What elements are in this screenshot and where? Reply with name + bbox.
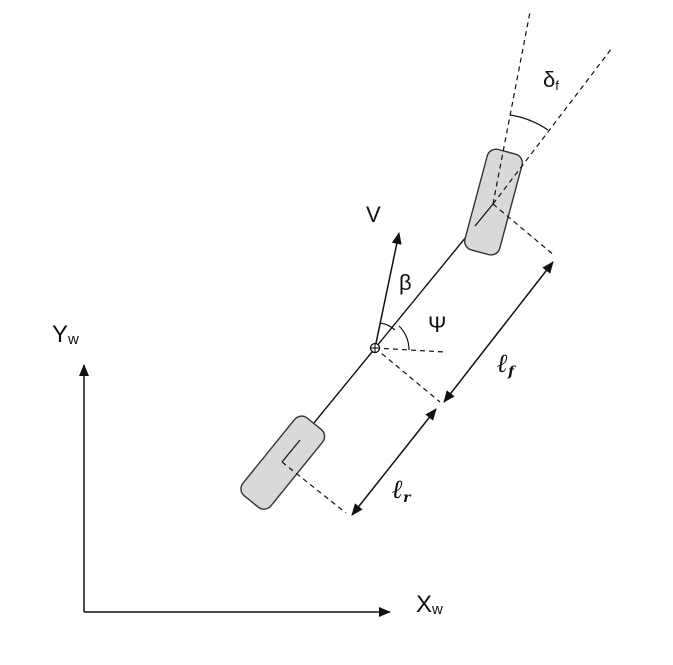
- body-axis-extension: [492, 47, 613, 205]
- rear-length-dimension: [351, 408, 437, 516]
- rear-length-label: ℓr: [392, 475, 412, 506]
- slip-angle-arc: [379, 322, 396, 331]
- steering-angle-label: δf: [543, 67, 559, 93]
- slip-angle-label: β: [399, 270, 412, 295]
- front-length-label: ℓf: [497, 349, 517, 380]
- vehicle-body-line: [281, 203, 494, 463]
- front-axle-marker: [474, 203, 494, 227]
- front-wheel-heading-line: [492, 11, 531, 205]
- heading-angle-label: Ψ: [428, 312, 446, 337]
- cg-dimension-guide: [374, 347, 441, 403]
- velocity-label: V: [366, 202, 381, 227]
- front-dimension-guide: [492, 203, 556, 257]
- steering-angle-arc: [509, 114, 549, 131]
- center-of-gravity-icon: [369, 342, 381, 354]
- x-axis-label: Xw: [416, 591, 443, 618]
- rear-dimension-guide: [281, 461, 347, 514]
- rear-axle-marker: [281, 439, 301, 463]
- y-axis-label: Yw: [52, 321, 79, 348]
- front-length-dimension: [443, 261, 554, 403]
- heading-angle-arc: [398, 325, 410, 351]
- velocity-arrow: [374, 232, 402, 349]
- heading-reference-line: [374, 347, 446, 353]
